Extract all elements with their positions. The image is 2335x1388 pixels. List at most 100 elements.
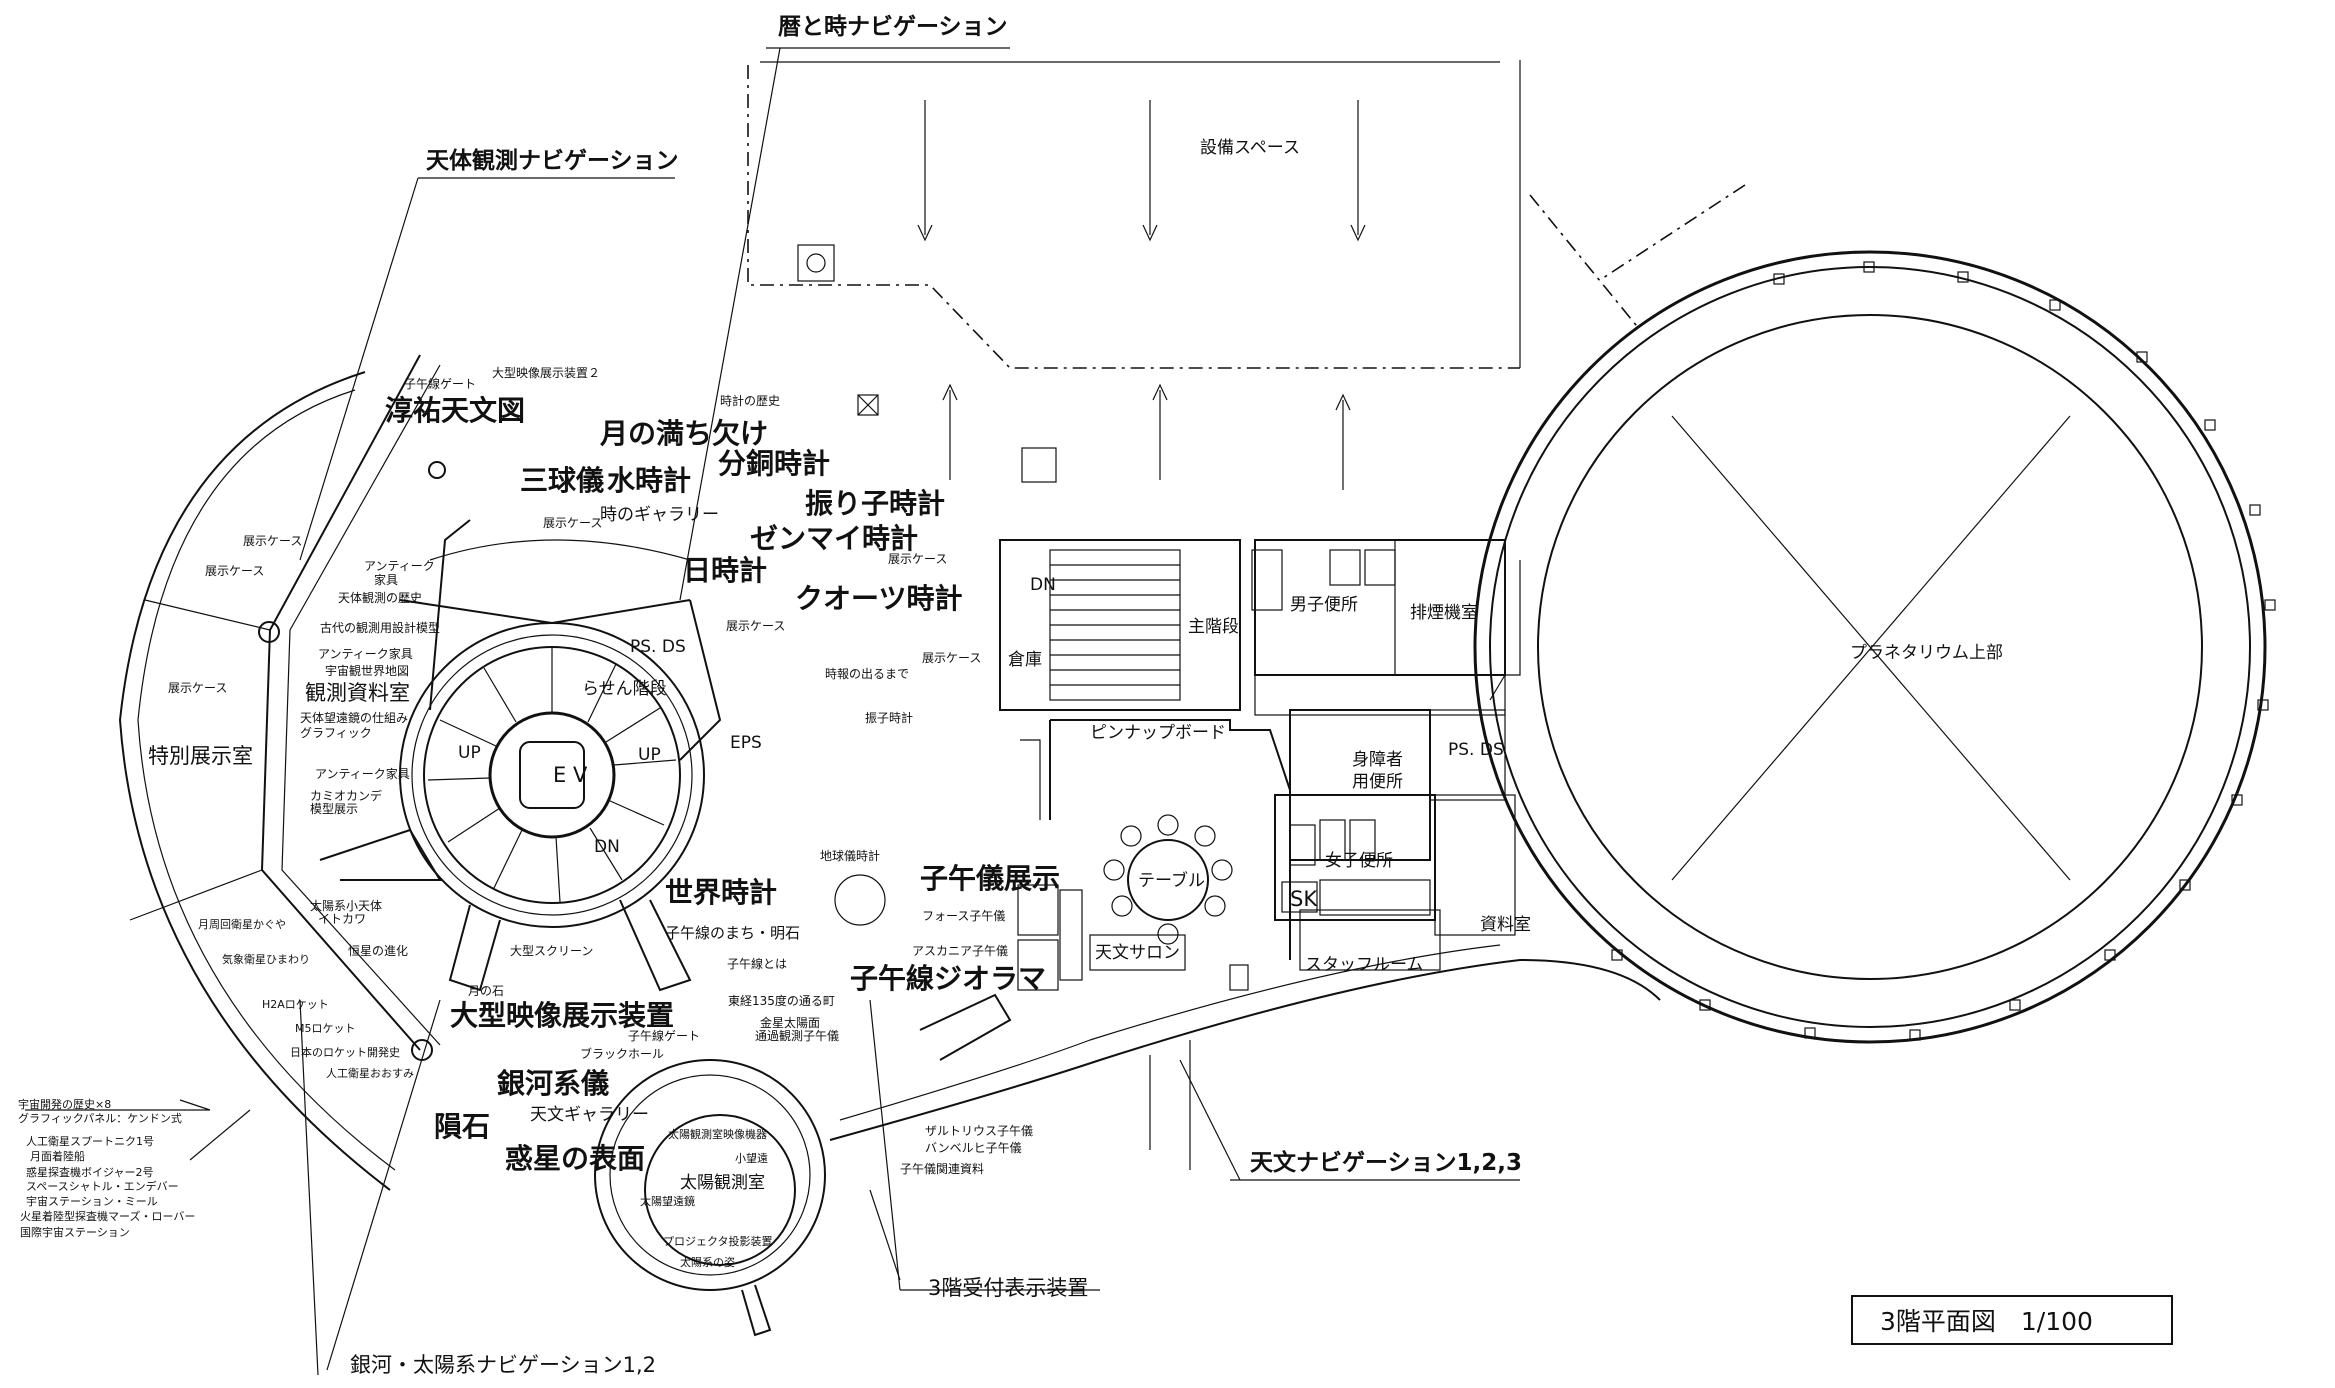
room-ps-ds: PS. DS bbox=[630, 637, 686, 657]
room-staff: スタッフルーム bbox=[1305, 955, 1424, 975]
minor-globe-clock: 地球儀時計 bbox=[820, 848, 880, 863]
minor-fauth: フォース子午儀 bbox=[922, 909, 1005, 923]
minor-artificial-sat: 人工衛星おおすみ bbox=[326, 1067, 414, 1080]
special-exhibit-wall bbox=[118, 354, 446, 1191]
minor-camera-obscura-2: 模型展示 bbox=[310, 802, 358, 816]
minor-asteroid-2: イトカワ bbox=[318, 912, 366, 926]
space-history-legend: 宇宙開発の歴史×8 グラフィックパネル：ケンドン式 人工衛星スプートニク1号 月… bbox=[18, 1097, 195, 1239]
nav-galaxy-solar: 銀河・太陽系ナビゲーション1,2 bbox=[350, 1353, 656, 1377]
minor-clock-history: 時計の歴史 bbox=[720, 393, 780, 408]
room-main-stairs: 主階段 bbox=[1188, 617, 1239, 637]
minor-zartorius: ザルトリウス子午儀 bbox=[925, 1124, 1033, 1138]
minor-solar-telescope: 太陽望遠鏡 bbox=[640, 1194, 695, 1208]
exhibit-galaxy: 銀河系儀 bbox=[497, 1067, 609, 1100]
legend-item-0: 宇宙開発の歴史×8 bbox=[18, 1097, 111, 1111]
minor-astro-history: 天体観測の歴史 bbox=[338, 591, 422, 605]
legend-item-3: 月面着陸船 bbox=[30, 1149, 85, 1163]
legend-item-6: 宇宙ステーション・ミール bbox=[26, 1194, 158, 1208]
minor-exhibit-case-1: 展示ケース bbox=[543, 516, 602, 530]
minor-solar-system: 太陽系の姿 bbox=[680, 1256, 735, 1269]
minor-antique-1: アンティーク bbox=[364, 559, 435, 573]
legend-item-4: 惑星探査機ボイジャー2号 bbox=[26, 1165, 153, 1179]
minor-venus-transit-2: 通過観測子午儀 bbox=[755, 1029, 839, 1043]
minor-projector: プロジェクタ投影装置 bbox=[663, 1234, 773, 1248]
exhibit-star-chart: 淳祐天文図 bbox=[385, 394, 525, 427]
nav-astronomy: 天文ナビゲーション1,2,3 bbox=[1250, 1149, 1522, 1176]
minor-east135: 東経135度の通る町 bbox=[728, 993, 835, 1008]
nav-history-time: 暦と時ナビゲーション bbox=[778, 14, 1008, 40]
minor-video-display-2: 大型映像展示装置２ bbox=[492, 366, 600, 380]
minor-camera-obscura-1: カミオカンデ bbox=[310, 788, 382, 803]
minor-solar-video: 太陽観測室映像機器 bbox=[668, 1127, 767, 1141]
minor-exhibit-case-7: 展示ケース bbox=[922, 651, 981, 665]
minor-black-hole: ブラックホール bbox=[580, 1046, 664, 1061]
exhibit-spring-clock: ゼンマイ時計 bbox=[750, 522, 918, 555]
astro-corridor bbox=[829, 944, 1661, 1170]
room-accessible-1: 身障者 bbox=[1352, 750, 1403, 770]
minor-pendulum-small: 振子時計 bbox=[865, 710, 913, 725]
room-dn-2: DN bbox=[1030, 575, 1056, 595]
room-equipment-space: 設備スペース bbox=[1200, 138, 1300, 158]
minor-exhibit-case-6: 展示ケース bbox=[888, 552, 947, 566]
nav-celestial-obs: 天体観測ナビゲーション bbox=[426, 147, 679, 174]
exhibit-planet-surface: 惑星の表面 bbox=[505, 1142, 645, 1175]
leader-lines bbox=[25, 47, 1520, 1376]
room-womens-restroom: 女子便所 bbox=[1325, 851, 1393, 871]
minor-small-telescope: 小望遠 bbox=[735, 1152, 768, 1165]
room-ps-ds-2: PS. DS bbox=[1448, 740, 1504, 760]
minor-time-signal: 時報の出るまで bbox=[825, 667, 909, 681]
exhibit-meteorite: 隕石 bbox=[434, 1110, 490, 1143]
equipment-space bbox=[747, 60, 1746, 490]
exhibit-meridian-diorama: 子午線ジオラマ bbox=[850, 962, 1046, 995]
minor-meridian-gate-top: 子午線ゲート bbox=[404, 376, 476, 391]
central-rotunda bbox=[319, 519, 722, 992]
room-mens-restroom: 男子便所 bbox=[1290, 595, 1358, 615]
minor-h2a: H2Aロケット bbox=[262, 998, 329, 1011]
room-solar-obs: 太陽観測室 bbox=[680, 1173, 765, 1193]
room-spiral-stairs: らせん階段 bbox=[582, 679, 667, 699]
exhibit-world-clock: 世界時計 bbox=[665, 876, 777, 909]
legend-item-2: 人工衛星スプートニク1号 bbox=[26, 1135, 154, 1148]
solar-observatory bbox=[594, 1059, 826, 1337]
room-obs-materials: 観測資料室 bbox=[305, 681, 410, 705]
room-table: テーブル bbox=[1138, 870, 1205, 891]
minor-moon-stone: 月の石 bbox=[468, 984, 504, 998]
minor-large-screen: 大型スクリーン bbox=[510, 944, 593, 958]
legend-item-8: 国際宇宙ステーション bbox=[20, 1225, 130, 1239]
minor-antique-3: アンティーク家具 bbox=[315, 766, 410, 781]
minor-antique-1b: 家具 bbox=[374, 572, 398, 587]
minor-m5: M5ロケット bbox=[295, 1022, 356, 1035]
minor-meridian-town: 子午線のまち・明石 bbox=[665, 924, 800, 942]
minor-moon-probe: 月周回衛星かぐや bbox=[198, 918, 286, 931]
room-sk: SK bbox=[1290, 887, 1318, 911]
exhibit-sundial: 日時計 bbox=[683, 554, 767, 587]
service-rooms bbox=[999, 539, 1521, 971]
exhibit-armillary: 三球儀 bbox=[520, 464, 604, 497]
room-special-exhibit: 特別展示室 bbox=[148, 744, 253, 768]
minor-venus-transit-1: 金星太陽面 bbox=[760, 1015, 820, 1030]
minor-bamberg: バンベルヒ子午儀 bbox=[925, 1141, 1022, 1155]
room-astro-salon: 天文サロン bbox=[1095, 943, 1180, 963]
legend-item-7: 火星着陸型探査機マーズ・ローバー bbox=[20, 1209, 195, 1223]
exhibit-water-clock: 水時計 bbox=[607, 464, 691, 497]
legend-item-1: グラフィックパネル：ケンドン式 bbox=[18, 1111, 182, 1125]
minor-ancient-instruments: 古代の観測用設計模型 bbox=[320, 620, 440, 635]
exhibit-moon-phase: 月の満ち欠け bbox=[599, 417, 768, 450]
minor-exhibit-case-2: 展示ケース bbox=[243, 534, 302, 548]
minor-what-meridian: 子午線とは bbox=[727, 956, 787, 971]
room-exhaust: 排煙機室 bbox=[1410, 603, 1478, 623]
exhibit-weight-clock: 分銅時計 bbox=[718, 447, 830, 480]
exhibit-pendulum-clock: 振り子時計 bbox=[805, 487, 945, 520]
minor-exhibit-case-5: 展示ケース bbox=[726, 619, 785, 633]
exhibit-quartz-clock: クオーツ時計 bbox=[795, 582, 962, 615]
room-dn-1: DN bbox=[594, 837, 620, 857]
minor-meridian-gate: 子午線ゲート bbox=[628, 1028, 700, 1043]
minor-meridian-materials: 子午儀関連資料 bbox=[900, 1162, 984, 1176]
planetarium-dome bbox=[1473, 250, 2276, 1044]
room-time-gallery: 時のギャラリー bbox=[600, 505, 719, 525]
room-archive: 資料室 bbox=[1480, 915, 1531, 935]
minor-star-evolution: 恒星の進化 bbox=[348, 944, 408, 958]
plan-title: 3階平面図 1/100 bbox=[1880, 1307, 2093, 1336]
exhibit-large-video: 大型映像展示装置 bbox=[450, 999, 674, 1032]
